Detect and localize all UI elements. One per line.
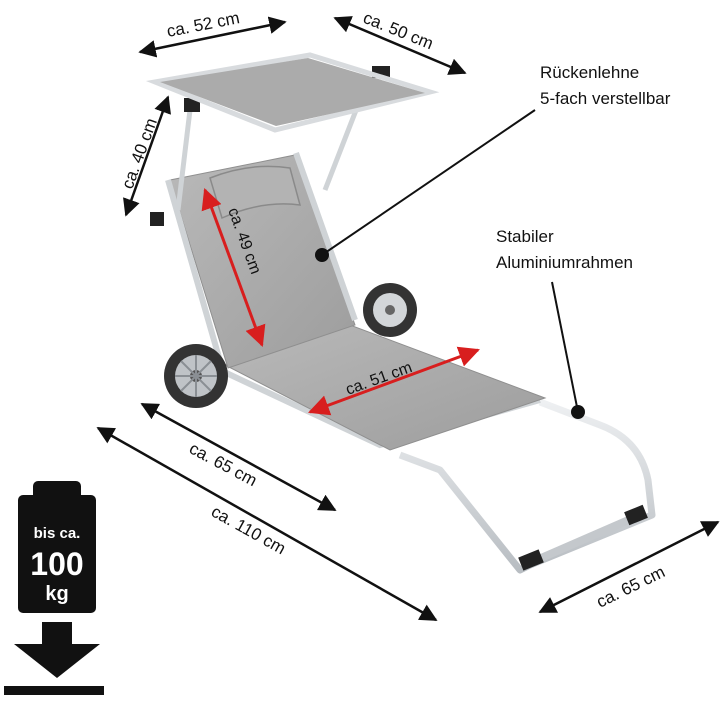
canopy-fabric xyxy=(160,58,425,126)
canopy-frame xyxy=(145,52,440,133)
callout-backrest: Rückenlehne 5-fach verstellbar xyxy=(315,63,671,262)
measure-leg-width-label: ca. 65 cm xyxy=(593,562,668,611)
rear-wheel xyxy=(363,283,417,337)
beach-lounger xyxy=(145,52,656,574)
measure-frame-width-label: ca. 65 cm xyxy=(186,439,260,490)
callout-frame: Stabiler Aluminiumrahmen xyxy=(496,227,633,419)
weight-capacity-icon: bis ca. 100 kg xyxy=(4,481,104,695)
callout-frame-line1: Stabiler xyxy=(496,227,554,246)
measure-canopy-width-arrow xyxy=(138,16,287,58)
weight-line1: bis ca. xyxy=(34,525,81,542)
front-wheel xyxy=(164,344,228,408)
measure-leg-width-arrow xyxy=(538,520,720,614)
callout-backrest-line1: Rückenlehne xyxy=(540,63,639,82)
foot-cap-left xyxy=(518,549,544,571)
measure-canopy-height-label: ca. 40 cm xyxy=(118,116,161,192)
canopy-clamp-lower xyxy=(150,212,164,226)
measure-seat-width-arrow xyxy=(308,346,480,416)
measure-canopy-width-label: ca. 52 cm xyxy=(165,8,241,41)
canopy-pole-left xyxy=(175,109,193,211)
measure-canopy-depth-label: ca. 50 cm xyxy=(361,8,436,53)
canopy-clamp-left xyxy=(184,98,200,112)
measure-canopy-depth-arrow xyxy=(333,16,467,75)
weight-line2: 100 xyxy=(30,546,83,582)
canopy-pole-right xyxy=(322,99,363,191)
callout-dot xyxy=(315,248,329,262)
measure-frame-width-arrow xyxy=(140,402,337,512)
ground-line xyxy=(4,686,104,695)
foot-cap-right xyxy=(624,504,648,526)
measure-backrest-length-arrow xyxy=(201,188,266,347)
callout-dot xyxy=(571,405,585,419)
measure-total-length-arrow xyxy=(96,426,438,622)
measure-canopy-height-arrow xyxy=(123,95,171,217)
down-arrow-shaft xyxy=(42,622,72,646)
callout-backrest-line2: 5-fach verstellbar xyxy=(540,89,671,108)
front-leg-crossbar xyxy=(523,511,642,569)
callout-frame-line2: Aluminiumrahmen xyxy=(496,253,633,272)
down-arrow-icon xyxy=(14,644,100,678)
weight-line3: kg xyxy=(45,583,68,605)
